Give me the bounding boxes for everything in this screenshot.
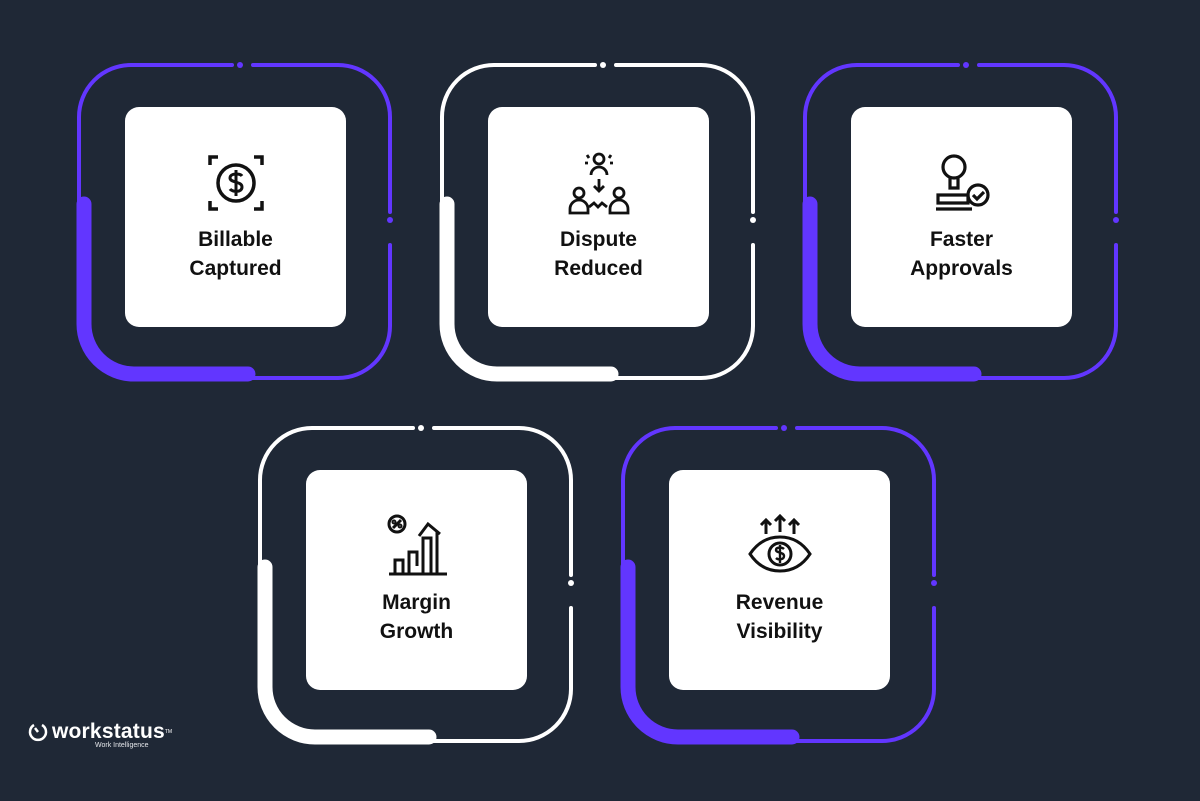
dollar-focus-icon	[207, 155, 264, 211]
people-conflict-icon	[568, 152, 629, 215]
logo-wordmark: workstatus	[52, 720, 165, 743]
revenue-eye-icon	[747, 514, 812, 573]
approval-stamp-icon	[935, 154, 990, 211]
stopwatch-icon	[28, 723, 48, 742]
frame-outline	[439, 62, 756, 382]
logo-tm: TM	[164, 729, 173, 735]
logo-tagline: Work Intelligence	[95, 742, 149, 749]
frame-outline	[620, 425, 937, 745]
growth-chart-icon	[387, 514, 447, 576]
frame-outline	[802, 62, 1119, 382]
frame-outline	[257, 425, 574, 745]
frame-outline	[76, 62, 393, 382]
